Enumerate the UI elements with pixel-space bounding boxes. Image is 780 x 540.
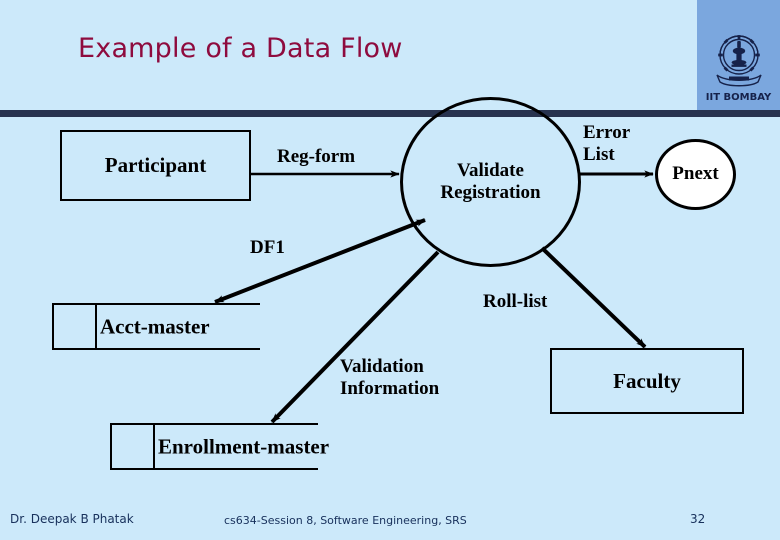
process-label: Validate Registration — [440, 160, 540, 204]
iit-bombay-emblem-icon — [711, 28, 767, 90]
flow-line-df1 — [214, 218, 426, 304]
data-store-acct-master[interactable]: Acct-master — [52, 303, 260, 350]
logo-caption: IIT BOMBAY — [705, 92, 772, 103]
footer-course-info: cs634-Session 8, Software Engineering, S… — [224, 514, 467, 527]
flow-label-line2: List — [583, 144, 615, 166]
flow-label-line2: Information — [340, 378, 440, 400]
flow-label-line1: Error — [583, 122, 631, 143]
flow-label-validation-information: Validation Information — [340, 356, 439, 401]
logo-panel: IIT BOMBAY — [697, 0, 780, 114]
process-label: Pnext — [672, 163, 719, 185]
footer-author: Dr. Deepak B Phatak — [10, 512, 134, 526]
data-store-id-cell — [110, 423, 155, 470]
process-pnext[interactable]: Pnext — [655, 139, 736, 210]
process-validate-registration[interactable]: Validate Registration — [400, 97, 581, 267]
external-entity-faculty[interactable]: Faculty — [550, 348, 744, 414]
flow-label-roll-list: Roll-list — [483, 291, 548, 312]
process-label-line1: Validate — [457, 159, 524, 181]
external-entity-label: Faculty — [613, 368, 681, 393]
flow-label-reg-form: Reg-form — [277, 146, 356, 167]
data-store-label: Acct-master — [100, 314, 210, 338]
footer-page-number: 32 — [690, 512, 706, 526]
external-entity-label: Participant — [104, 153, 207, 178]
flow-line-validation-information — [270, 250, 440, 424]
title-divider-rule — [0, 110, 780, 117]
data-store-enrollment-master[interactable]: Enrollment-master — [110, 423, 329, 470]
process-label-line2: Registration — [440, 182, 541, 203]
page-title: Example of a Data Flow — [78, 33, 403, 64]
flow-label-line1: Validation — [340, 356, 424, 377]
data-store-id-cell — [52, 303, 97, 350]
data-store-label: Enrollment-master — [158, 434, 330, 458]
external-entity-participant[interactable]: Participant — [60, 130, 251, 201]
flow-label-error-list: Error List — [583, 122, 630, 167]
flow-line-roll-list — [540, 246, 647, 349]
flow-label-df1: DF1 — [250, 237, 285, 258]
